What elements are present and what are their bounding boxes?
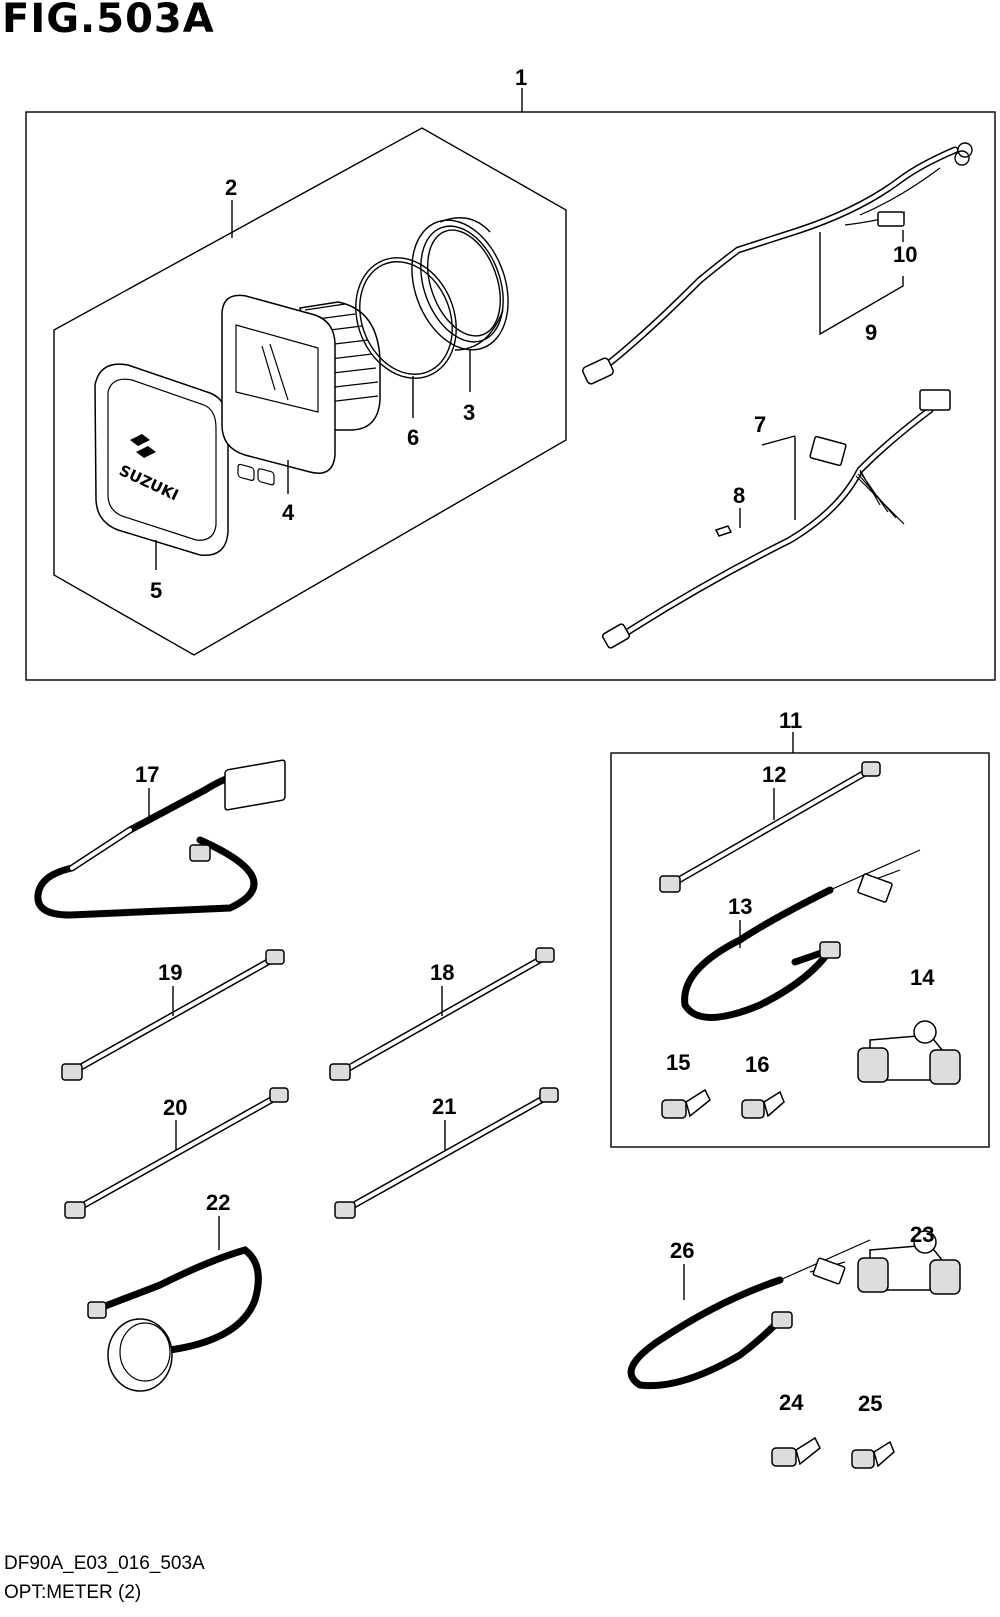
part-24-plug [771,1436,821,1467]
callout-12: 12 [762,762,786,787]
callout-6: 6 [407,425,419,450]
callout-11: 11 [779,708,802,733]
callout-21: 21 [432,1094,456,1119]
part-4-meter [221,294,381,486]
part-9-harness [582,142,973,385]
part-3-nut [411,217,509,351]
callout-8: 8 [733,483,745,508]
callout-22: 22 [206,1190,230,1215]
callout-16: 16 [745,1052,769,1077]
part-6-oring [355,257,457,379]
part-22-sensor [87,1246,262,1392]
callout-3: 3 [463,400,475,425]
group-2-box [53,127,567,656]
figure-code: DF90A_E03_016_503A [4,1553,205,1574]
callout-4: 4 [282,500,295,525]
callout-15: 15 [666,1050,690,1075]
part-15-plug [661,1088,711,1119]
part-14-tee [857,1020,961,1085]
callout-1: 1 [515,65,527,90]
callout-14: 14 [910,965,935,990]
part-25-plug [851,1440,895,1469]
part-23-tee [857,1230,961,1295]
callout-5: 5 [150,578,162,603]
callout-labels: 1 2 3 4 5 6 7 8 9 10 11 12 13 14 15 16 1… [135,65,935,1416]
figure-name: OPT:METER (2) [4,1582,142,1603]
callout-13: 13 [728,894,752,919]
callout-24: 24 [779,1390,804,1415]
callout-25: 25 [858,1391,882,1416]
part-5-bezel-cover: SUZUKI [94,363,229,557]
callout-18: 18 [430,960,454,985]
part-13-cable [681,849,921,1021]
part-20-cable [64,1087,289,1219]
callout-9: 9 [865,320,877,345]
group-1-box [25,111,996,681]
callout-20: 20 [163,1095,187,1120]
callout-2: 2 [225,175,237,200]
part-17-sensor [34,759,286,919]
figure-title: FIG.503A [2,0,215,42]
part-21-cable [334,1087,559,1219]
part-7-harness [601,389,951,649]
part-26-cable [627,1239,871,1390]
part-12-cable [659,761,881,893]
callout-7: 7 [754,412,766,437]
callout-26: 26 [670,1238,694,1263]
callout-10: 10 [893,242,917,267]
callout-17: 17 [135,762,159,787]
callout-19: 19 [158,960,182,985]
callout-23: 23 [910,1222,934,1247]
group-11-box [610,752,990,1148]
part-16-plug [741,1090,785,1119]
